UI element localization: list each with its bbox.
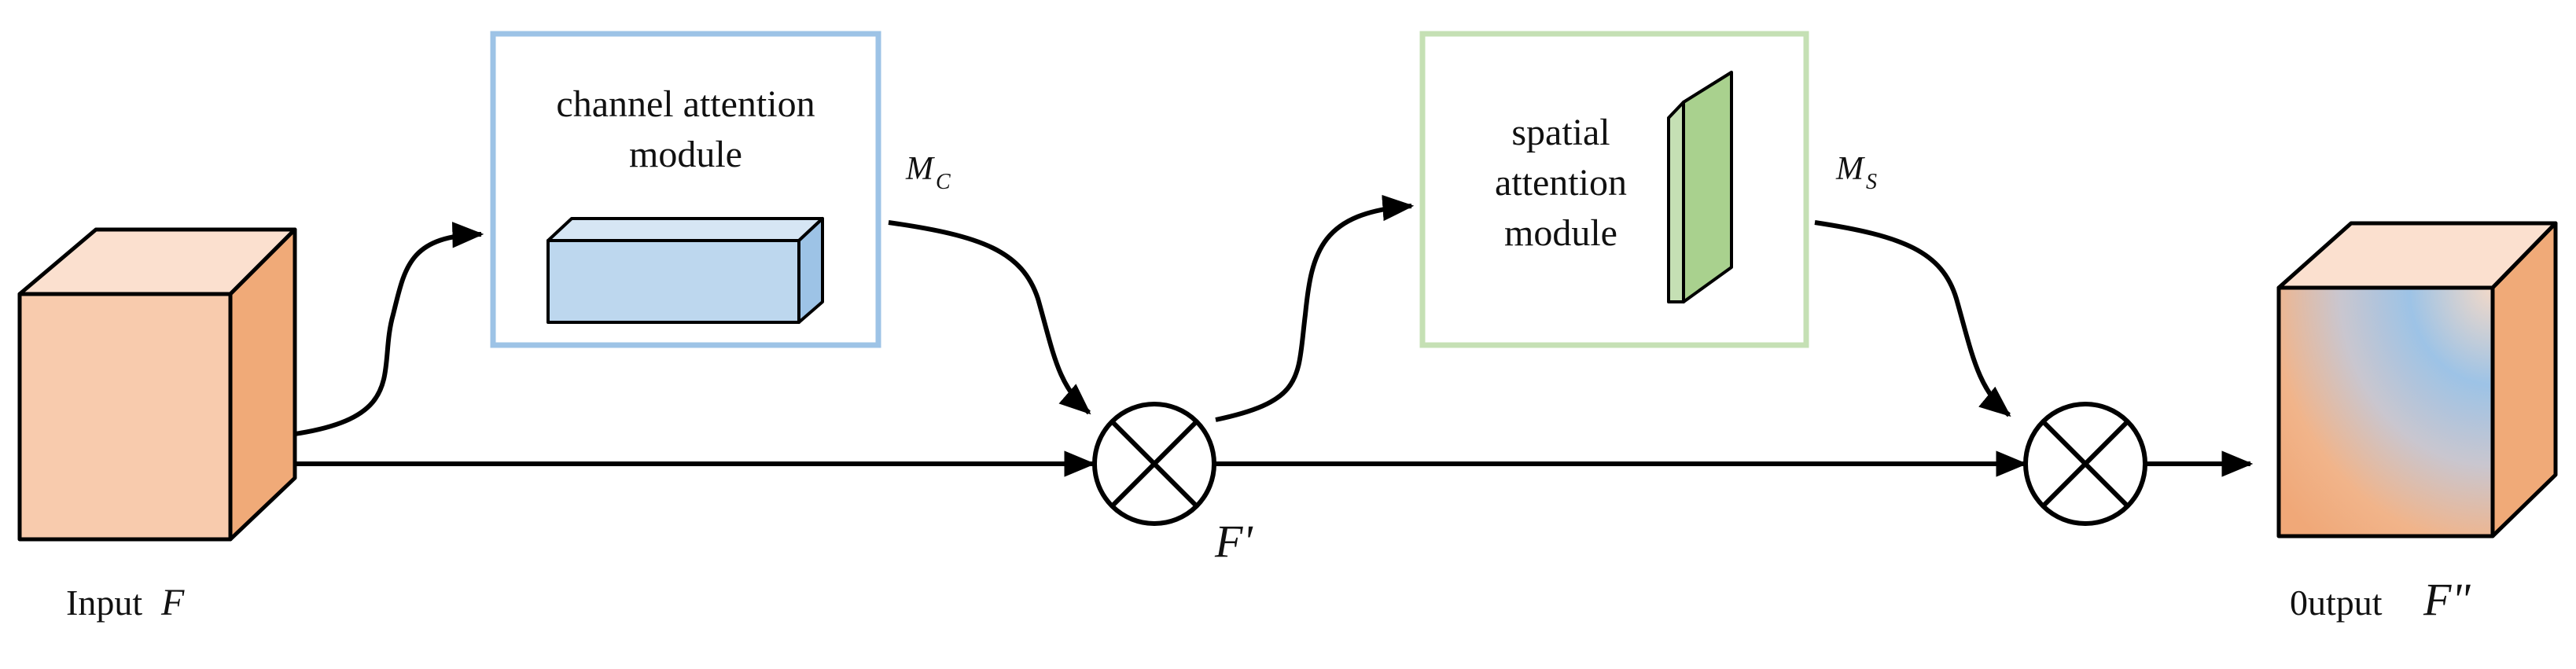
input-label: Input F bbox=[66, 582, 185, 623]
output-label: 0utput F" bbox=[2290, 574, 2471, 625]
output-cube-front bbox=[2276, 285, 2495, 539]
input-cube-front bbox=[17, 292, 233, 542]
output-label-text: 0utput bbox=[2290, 583, 2383, 623]
spatial-module-label-line3: module bbox=[1504, 212, 1617, 254]
channel-module-label-line2: module bbox=[629, 134, 742, 175]
spatial-module-label-line1: spatial bbox=[1511, 112, 1610, 153]
input-feature-cube bbox=[17, 227, 297, 542]
channel-block bbox=[546, 217, 824, 324]
ms-label-sub: S bbox=[1866, 170, 1877, 194]
ms-to-multiply-arrow bbox=[1814, 220, 2011, 417]
spatial-block bbox=[1667, 71, 1733, 303]
to-spatial-module-arrow bbox=[1215, 194, 1415, 422]
intermediate-feature-label: F' bbox=[1214, 516, 1253, 567]
mc-label-sub: C bbox=[936, 170, 951, 194]
mc-label: M C bbox=[905, 151, 951, 194]
channel-module-label-line1: channel attention bbox=[556, 83, 815, 125]
mc-label-base: M bbox=[905, 151, 935, 187]
multiply-operator-1 bbox=[1092, 402, 1216, 526]
spatial-module-label-line2: attention bbox=[1495, 162, 1627, 204]
to-channel-module-arrow bbox=[294, 222, 484, 436]
ms-label-base: M bbox=[1835, 151, 1865, 187]
spatial-attention-box bbox=[1419, 31, 1809, 348]
output-label-var: F" bbox=[2423, 574, 2471, 625]
input-label-text: Input bbox=[66, 583, 142, 623]
multiply-operator-2 bbox=[2023, 402, 2147, 526]
ms-label: M S bbox=[1835, 151, 1877, 194]
output-feature-cube bbox=[2276, 221, 2558, 539]
input-label-var: F bbox=[160, 582, 185, 623]
mc-to-multiply-arrow bbox=[888, 220, 1091, 415]
